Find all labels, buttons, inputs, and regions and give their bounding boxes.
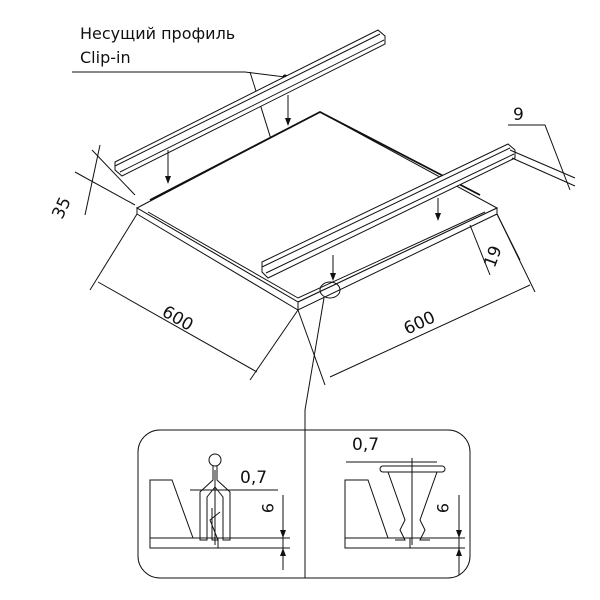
dim-600-right: 600 (401, 308, 439, 340)
lower-rail (261, 143, 516, 281)
detail-leader (304, 281, 341, 578)
dimension-35: 35 (48, 144, 136, 222)
upper-rail (114, 29, 386, 184)
detail-right-thickness: 0,7 (352, 435, 379, 455)
detail-left-thickness: 0,7 (240, 468, 267, 488)
dim-9: 9 (513, 105, 524, 125)
callout-line2: Clip-in (80, 48, 131, 67)
detail-left-height: 9 (258, 503, 277, 513)
dim-600-left: 600 (158, 302, 196, 336)
dim-19: 19 (480, 243, 506, 270)
detail-left: 0,7 9 (149, 453, 290, 570)
detail-right: 0,7 9 (344, 435, 465, 575)
callout-line1: Несущий профиль (80, 24, 235, 43)
detail-right-height: 9 (433, 503, 452, 513)
detail-box: 0,7 9 0,7 9 (137, 429, 471, 579)
ceiling-panel (135, 110, 499, 311)
dim-35: 35 (48, 194, 75, 222)
dimension-9: 9 (508, 105, 576, 191)
